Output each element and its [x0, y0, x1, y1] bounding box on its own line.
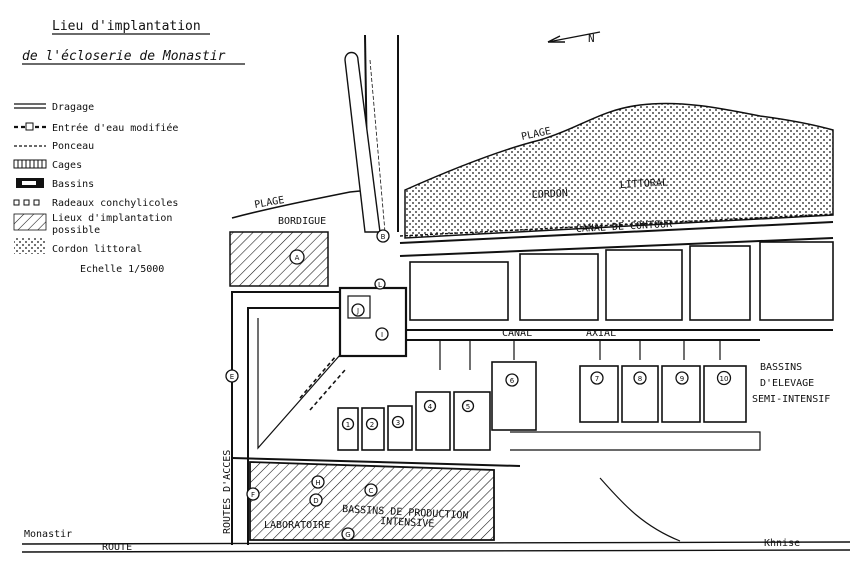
- marker-7: 7: [590, 371, 604, 385]
- label-bassins-3: SEMI-INTENSIF: [752, 394, 830, 405]
- legend-radeaux-icon: [13, 199, 40, 206]
- svg-text:2: 2: [370, 421, 374, 429]
- svg-text:9: 9: [680, 375, 684, 383]
- label-littoral: LITTORAL: [620, 177, 669, 191]
- marker-j: J: [351, 303, 365, 317]
- legend-dragage-icon: [14, 103, 46, 109]
- marker-8: 8: [633, 371, 647, 385]
- legend-item-cordon: Cordon littoral: [52, 244, 142, 255]
- marker-c: C: [364, 483, 378, 497]
- svg-text:3: 3: [396, 419, 400, 427]
- svg-text:F: F: [251, 491, 255, 499]
- legend-entree-eau-icon: [14, 122, 46, 131]
- legend: Dragage Entrée d'eau modifiée Ponceau Ca…: [13, 102, 178, 275]
- svg-text:G: G: [345, 531, 350, 539]
- marker-b: B: [376, 229, 390, 243]
- legend-hatch-icon: [13, 213, 47, 231]
- marker-10: 10: [716, 370, 732, 386]
- marker-1: 1: [341, 417, 355, 431]
- label-bordigue: BORDIGUE: [278, 216, 326, 227]
- marker-5: 5: [461, 399, 475, 413]
- title-line-1: Lieu d'implantation: [52, 19, 201, 34]
- marker-9: 9: [675, 371, 689, 385]
- cordon-littoral: [404, 102, 834, 239]
- svg-text:8: 8: [638, 375, 642, 383]
- marker-f: F: [246, 487, 260, 501]
- channel: [344, 34, 399, 233]
- north-arrow-icon: N: [547, 31, 601, 45]
- svg-text:J: J: [356, 307, 359, 315]
- svg-text:D: D: [313, 497, 318, 505]
- marker-e: E: [225, 369, 239, 383]
- upper-basins: [409, 241, 834, 321]
- marker-h: H: [311, 475, 325, 489]
- map-title: Lieu d'implantation de l'écloserie de Mo…: [22, 19, 245, 65]
- label-laboratoire: LABORATOIRE: [264, 520, 330, 531]
- title-line-2: de l'écloserie de Monastir: [22, 49, 226, 64]
- svg-text:C: C: [369, 487, 374, 495]
- marker-4: 4: [423, 399, 437, 413]
- label-routes-acces: ROUTES D'ACCES: [222, 450, 233, 534]
- svg-text:A: A: [295, 254, 300, 262]
- svg-text:4: 4: [428, 403, 433, 411]
- legend-item-lieux-2: possible: [52, 225, 100, 236]
- marker-d: D: [309, 493, 323, 507]
- semi-intensive-basins: [491, 361, 761, 451]
- central-block: [338, 286, 408, 358]
- hatched-zone-a: [229, 231, 329, 287]
- svg-text:10: 10: [720, 375, 729, 383]
- label-plage-left: PLAGE: [254, 195, 286, 211]
- marker-6: 6: [505, 373, 519, 387]
- legend-dots-icon: [14, 238, 46, 254]
- legend-item-dragage: Dragage: [52, 102, 94, 113]
- svg-text:6: 6: [510, 377, 515, 385]
- legend-item-lieux: Lieux d'implantation: [52, 213, 172, 224]
- svg-text:L: L: [378, 281, 382, 289]
- label-route: ROUTE: [102, 542, 132, 553]
- label-khnise: Khnise: [764, 538, 800, 549]
- svg-text:7: 7: [595, 375, 599, 383]
- label-monastir: Monastir: [24, 529, 72, 540]
- legend-item-cages: Cages: [52, 160, 82, 171]
- label-canal-axial-1: CANAL: [502, 328, 532, 339]
- legend-scale: Echelle 1/5000: [80, 264, 164, 275]
- marker-2: 2: [365, 417, 379, 431]
- plage-shoreline: [231, 189, 371, 219]
- marker-a: A: [289, 249, 305, 265]
- legend-item-radeaux: Radeaux conchylicoles: [52, 198, 178, 209]
- legend-bassins-icon: [16, 178, 44, 188]
- legend-cages-icon: [13, 159, 47, 169]
- legend-item-ponceau: Ponceau: [52, 141, 94, 152]
- svg-text:1: 1: [346, 421, 350, 429]
- label-canal-contour: CANAL DE CONTOUR: [576, 219, 674, 235]
- legend-item-entree-eau: Entrée d'eau modifiée: [52, 122, 178, 134]
- north-label: N: [588, 32, 595, 45]
- label-production-2: INTENSIVE: [380, 516, 435, 530]
- svg-text:E: E: [230, 373, 234, 381]
- access-road: [229, 231, 346, 545]
- svg-text:B: B: [381, 233, 386, 241]
- label-canal-axial-2: AXIAL: [586, 328, 616, 339]
- label-cordon: CORDON: [532, 188, 569, 201]
- main-road: [21, 477, 850, 553]
- svg-text:H: H: [315, 479, 320, 487]
- hatched-zone-production: [249, 461, 495, 541]
- marker-g: G: [341, 527, 355, 541]
- marker-3: 3: [391, 415, 405, 429]
- svg-text:I: I: [381, 331, 383, 339]
- label-bassins-2: D'ELEVAGE: [760, 378, 814, 389]
- legend-item-bassins: Bassins: [52, 179, 94, 190]
- marker-i: I: [375, 327, 389, 341]
- canal-axial: [400, 329, 833, 370]
- label-bassins-1: BASSINS: [760, 362, 802, 373]
- marker-l: L: [374, 278, 386, 290]
- canal-de-contour: [399, 213, 834, 257]
- svg-text:5: 5: [466, 403, 470, 411]
